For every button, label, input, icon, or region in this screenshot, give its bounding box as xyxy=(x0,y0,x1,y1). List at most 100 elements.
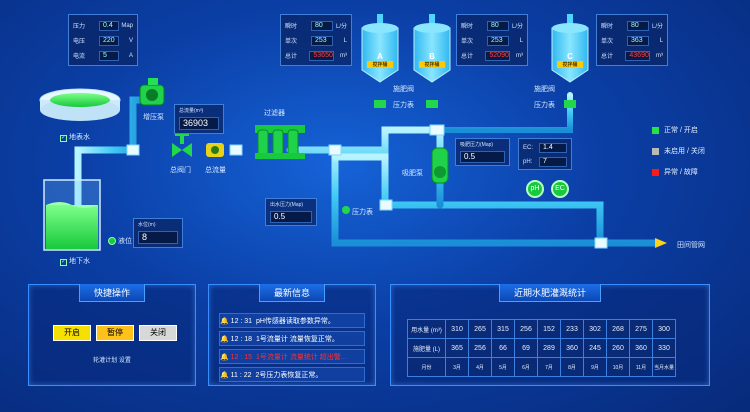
table-cell: 268 xyxy=(606,319,630,339)
suction-pressure-readout: 吸肥压力(Map) 0.5 xyxy=(455,138,510,166)
ph-sensor: pH xyxy=(526,180,544,198)
tank-c-label: C 搅拌桶 xyxy=(557,52,583,68)
legend-fault: 异常 / 故障 xyxy=(652,167,698,177)
bell-icon: 🔔 xyxy=(220,318,229,325)
level-icon xyxy=(108,237,116,246)
bell-icon: 🔔 xyxy=(220,372,229,379)
table-cell: 289 xyxy=(537,338,561,358)
table-cell: 302 xyxy=(583,319,607,339)
fert-valve-2-label: 施肥阀 xyxy=(534,86,555,93)
quick-ops-title: 快捷操作 xyxy=(78,284,146,302)
table-cell: 256 xyxy=(468,338,492,358)
table-cell: 9月 xyxy=(583,357,607,377)
table-cell: 330 xyxy=(652,338,676,358)
pressure-gauge-2-label: 压力表 xyxy=(534,102,555,109)
level-readout: 水位(m) 8 xyxy=(133,218,183,248)
ground-water-tank xyxy=(43,179,101,251)
ec-sensor: EC xyxy=(551,180,569,198)
table-cell: 8月 xyxy=(560,357,584,377)
bell-icon: 🔔 xyxy=(220,336,229,343)
pressure-gauge-3-label: 压力表 xyxy=(352,209,373,216)
start-button[interactable]: 开启 xyxy=(53,325,91,341)
fert-row: 施肥量 (L) 365 256 66 69 289 360 245 260 36… xyxy=(407,338,676,358)
stats-table: 用水量 (m³) 310 265 315 256 152 233 302 268… xyxy=(407,319,676,377)
table-cell: 233 xyxy=(560,319,584,339)
news-item[interactable]: 🔔 12 : 15 1号流量计 流量统计 超出警... xyxy=(219,349,365,364)
news-item[interactable]: 🔔 11 : 22 2号压力表恢复正常。 xyxy=(219,367,365,382)
news-panel: 最新信息 🔔 12 : 31 pH传感器读取参数异常。 🔔 12 : 18 1号… xyxy=(208,284,376,386)
flow-meter xyxy=(206,143,224,157)
filter-unit xyxy=(255,125,305,159)
filter-label: 过滤器 xyxy=(264,110,285,117)
table-cell: 256 xyxy=(514,319,538,339)
total-flow-label: 总流量 xyxy=(205,167,226,174)
stats-panel: 近期水肥灌溉统计 用水量 (m³) 310 265 315 256 152 23… xyxy=(390,284,710,386)
table-cell: 10月 xyxy=(606,357,630,377)
process-diagram xyxy=(39,14,667,251)
legend-disabled-swatch xyxy=(652,147,659,155)
fert-valve-1-label: 施肥阀 xyxy=(393,86,414,93)
water-row-header: 用水量 (m³) xyxy=(407,319,446,339)
main-valve-label: 总阀门 xyxy=(170,167,191,174)
surface-water-label: ✓ 地表水 xyxy=(60,134,90,142)
table-cell: 4月 xyxy=(468,357,492,377)
quick-ops-panel: 快捷操作 开启 暂停 关闭 轮灌计划 设置 xyxy=(28,284,196,386)
legend-normal: 正常 / 开启 xyxy=(652,125,698,135)
stats-title: 近期水肥灌溉统计 xyxy=(498,284,602,302)
table-cell: 360 xyxy=(560,338,584,358)
pressure-gauge-1-label: 压力表 xyxy=(393,102,414,109)
table-cell: 245 xyxy=(583,338,607,358)
suction-pump xyxy=(431,147,449,184)
table-cell: 315 xyxy=(491,319,515,339)
main-valve xyxy=(172,133,192,157)
water-row: 用水量 (m³) 310 265 315 256 152 233 302 268… xyxy=(407,319,676,339)
fert-row-header: 施肥量 (L) xyxy=(407,338,446,358)
field-network-label: 田间管网 xyxy=(677,242,705,249)
tank-b-label: B 搅拌桶 xyxy=(419,52,445,68)
table-cell: 300 xyxy=(652,319,676,339)
boost-pump xyxy=(139,78,165,106)
table-cell: 66 xyxy=(491,338,515,358)
table-cell: 当月水量 xyxy=(652,357,676,377)
table-cell: 11月 xyxy=(629,357,653,377)
table-cell: 3月 xyxy=(445,357,469,377)
table-cell: 275 xyxy=(629,319,653,339)
table-cell: 7月 xyxy=(537,357,561,377)
pressure-gauges xyxy=(342,100,576,214)
mixing-tanks xyxy=(361,14,589,83)
table-cell: 152 xyxy=(537,319,561,339)
ec-ph-readout: EC:1.4 pH:7 xyxy=(518,138,572,170)
legend-disabled: 未启用 / 关闭 xyxy=(652,146,705,156)
close-button[interactable]: 关闭 xyxy=(139,325,177,341)
boost-pump-label: 增压泵 xyxy=(143,114,164,121)
table-cell: 260 xyxy=(606,338,630,358)
month-row: 月份 3月 4月 5月 6月 7月 8月 9月 10月 11月 当月水量 xyxy=(407,357,676,377)
table-cell: 360 xyxy=(629,338,653,358)
table-cell: 365 xyxy=(445,338,469,358)
bell-icon: 🔔 xyxy=(220,354,229,361)
news-title: 最新信息 xyxy=(258,284,326,302)
level-label: 液位 xyxy=(108,236,132,246)
surface-water-pool xyxy=(39,88,121,121)
suction-pump-label: 吸肥泵 xyxy=(402,170,423,177)
table-cell: 265 xyxy=(468,319,492,339)
table-cell: 69 xyxy=(514,338,538,358)
schedule-settings-link[interactable]: 轮灌计划 设置 xyxy=(93,358,131,364)
table-cell: 6月 xyxy=(514,357,538,377)
tank-a-label: A 搅拌桶 xyxy=(367,52,393,68)
pause-button[interactable]: 暂停 xyxy=(96,325,134,341)
month-row-header: 月份 xyxy=(407,357,446,377)
legend-normal-swatch xyxy=(652,126,659,134)
news-item[interactable]: 🔔 12 : 31 pH传感器读取参数异常。 xyxy=(219,313,365,328)
ground-water-label: ✓ 地下水 xyxy=(60,258,90,266)
outlet-pressure-readout: 出水压力(Map) 0.5 xyxy=(265,198,317,226)
flow-arrow-icon xyxy=(655,238,667,248)
check-icon: ✓ xyxy=(60,259,67,266)
table-cell: 5月 xyxy=(491,357,515,377)
table-cell: 310 xyxy=(445,319,469,339)
news-item[interactable]: 🔔 12 : 18 1号流量计 流量恢复正常。 xyxy=(219,331,365,346)
